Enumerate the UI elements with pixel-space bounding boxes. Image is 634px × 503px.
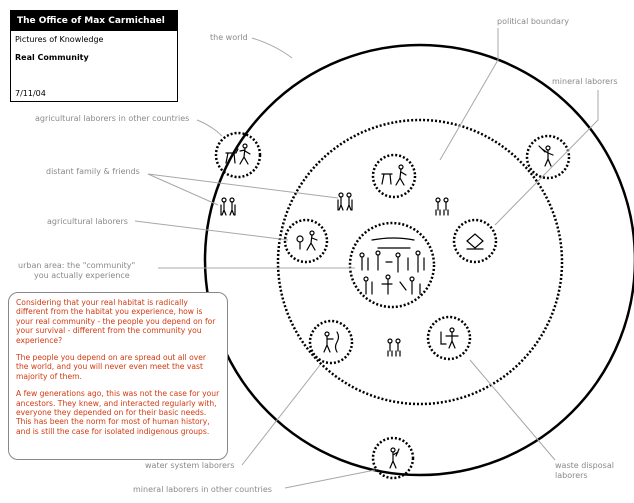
callout-paragraph-1: Considering that your real habitat is ra…: [16, 298, 216, 345]
urban-crowd-icon: [359, 237, 425, 295]
agriculture-figure-icon-left: [296, 230, 318, 251]
label-agricultural-other: agricultural laborers in other countries: [35, 114, 189, 123]
mining-figure-icon: [538, 145, 554, 167]
series-name: Pictures of Knowledge: [15, 35, 104, 44]
mineral-other-country-circle-bottom: [371, 436, 415, 480]
family-pair-icon-left: [220, 197, 236, 216]
pointer-lines: [134, 28, 599, 489]
family-pair-icon-bottom: [387, 338, 401, 357]
agriculture-figure-icon-top: [381, 164, 407, 186]
label-distant-family: distant family & friends: [46, 167, 140, 176]
label-waste-line1: waste disposal: [555, 461, 614, 470]
callout-paragraph-2: The people you depend on are spread out …: [16, 353, 207, 381]
mineral-domestic-circle: [452, 218, 498, 264]
urban-area-circle: [348, 221, 436, 309]
page-date: 7/11/04: [15, 89, 46, 98]
title-card: The Office of Max Carmichael Pictures of…: [10, 10, 178, 102]
label-agricultural: agricultural laborers: [47, 217, 128, 226]
callout-box: Considering that your real habitat is ra…: [8, 292, 228, 460]
waste-disposal-circle: [426, 315, 472, 361]
water-figure-icon: [323, 331, 340, 353]
callout-paragraph-3: A few generations ago, this was not the …: [16, 389, 220, 436]
political-boundary-circle: [276, 118, 564, 406]
waste-figure-icon: [440, 327, 459, 349]
label-urban-line2: you actually experience: [34, 271, 130, 280]
world-circle: [203, 43, 634, 477]
mineral-diamond-icon: [466, 233, 484, 250]
water-system-circle: [308, 319, 354, 365]
label-waste-line2: laborers: [555, 471, 588, 480]
label-mineral-other: mineral laborers in other countries: [133, 485, 272, 494]
page-title: Real Community: [15, 53, 89, 62]
agri-domestic-circle-left: [283, 218, 329, 264]
agri-other-country-circle: [214, 131, 262, 179]
mining-figure-icon-bottom: [389, 447, 400, 469]
label-mineral-laborers: mineral laborers: [552, 77, 618, 86]
mineral-other-country-circle: [525, 134, 571, 180]
label-political-boundary: political boundary: [497, 17, 569, 26]
agri-domestic-circle-top: [371, 153, 417, 199]
label-urban-line1: urban area: the "community": [18, 261, 135, 270]
family-pair-icon-right: [435, 197, 449, 216]
label-world: the world: [210, 33, 248, 42]
agriculture-figure-icon: [225, 143, 251, 165]
label-water-system: water system laborers: [145, 461, 234, 470]
office-title: The Office of Max Carmichael: [11, 11, 177, 31]
family-pair-icon-center: [337, 192, 353, 211]
